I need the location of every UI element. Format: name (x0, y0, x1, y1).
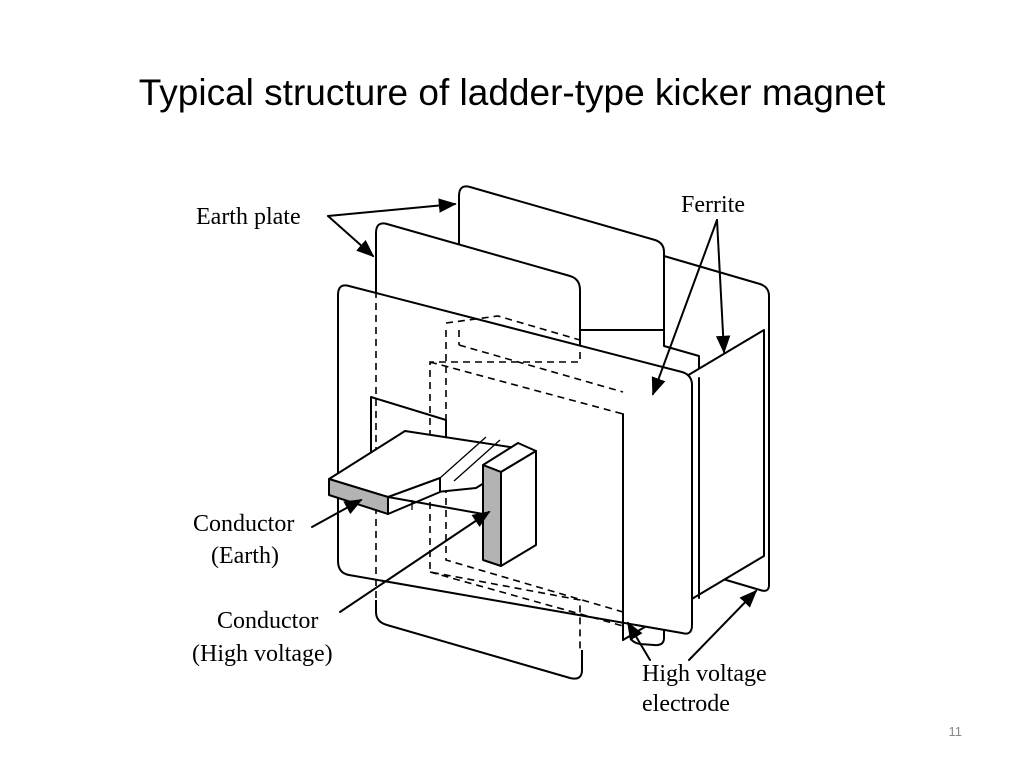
arrow-earth-plate-back (327, 198, 457, 217)
arrow-earth-plate-middle (327, 215, 375, 258)
earth-plate-middle-bottom (375, 600, 583, 680)
label-hv-electrode-line2: electrode (642, 691, 730, 717)
leader-arrows (311, 198, 758, 661)
label-conductor-hv-line1: Conductor (217, 608, 318, 634)
label-conductor-hv-line2: (High voltage) (192, 641, 333, 667)
arrow-conductor-earth (311, 499, 363, 528)
slide-number: 11 (948, 724, 963, 739)
conductor-hv-side (500, 450, 537, 567)
label-conductor-earth-line2: (Earth) (211, 543, 279, 569)
label-conductor-earth-line1: Conductor (193, 511, 294, 537)
arrow-hv-electrode-left (627, 621, 651, 661)
label-hv-electrode-line1: High voltage (642, 661, 767, 687)
label-earth-plate: Earth plate (196, 204, 301, 230)
conductor-hv-front (482, 464, 502, 567)
conductor-hv-link (387, 496, 484, 515)
arrow-hv-electrode-right (688, 589, 758, 661)
arrow-conductor-hv (339, 510, 491, 613)
conductor-earth-side (387, 477, 441, 515)
label-ferrite: Ferrite (681, 192, 745, 218)
arrow-ferrite-right (715, 219, 731, 354)
slide-title: Typical structure of ladder-type kicker … (138, 72, 886, 113)
arrow-ferrite-left (651, 219, 718, 396)
